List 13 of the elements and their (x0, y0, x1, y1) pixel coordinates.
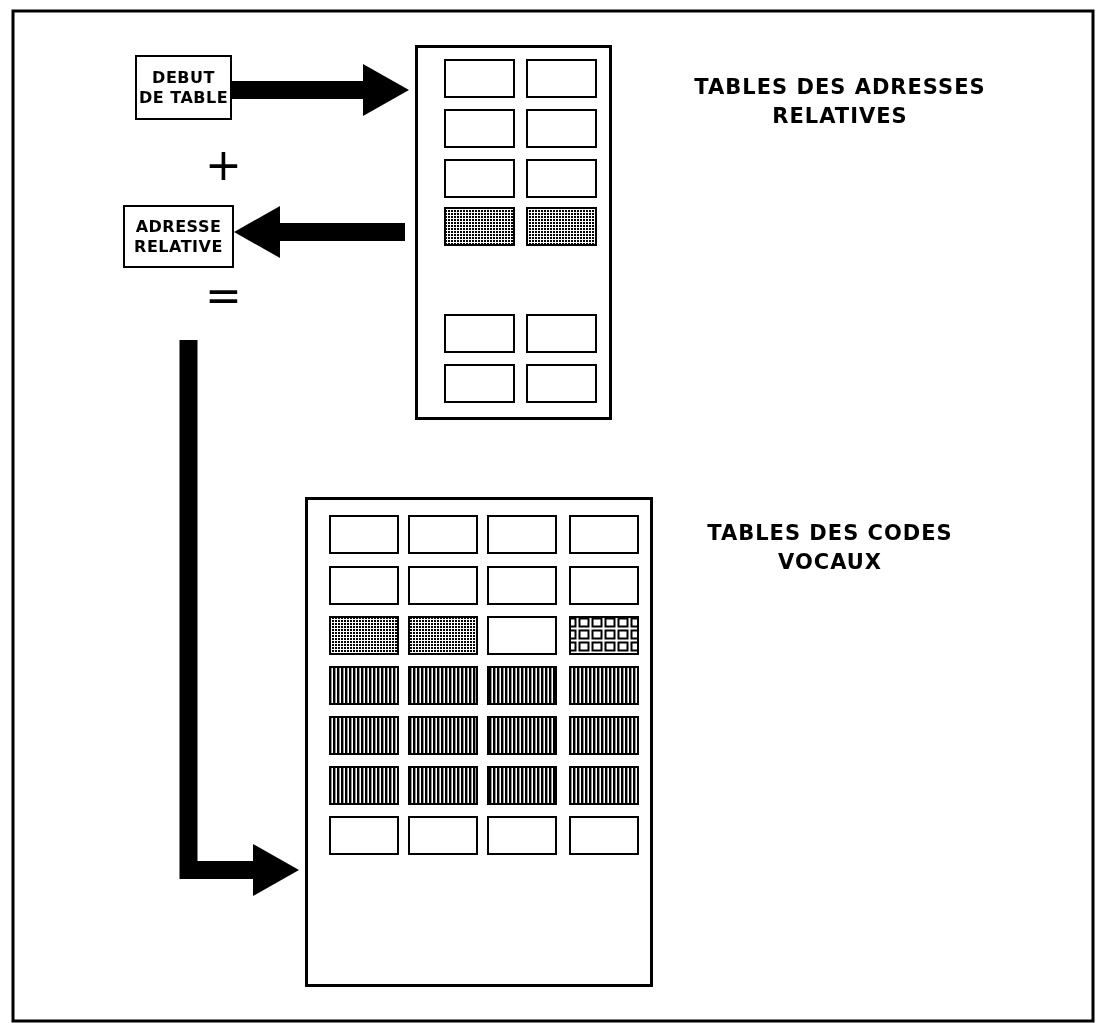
table-frame (305, 497, 653, 987)
equals-sign: = (205, 274, 242, 318)
table-title: TABLES DES CODES VOCAUX (706, 520, 954, 576)
box-label: ADRESSE RELATIVE (133, 216, 224, 257)
box-label: DEBUT DE TABLE (137, 67, 230, 108)
plus-sign: + (205, 143, 242, 187)
text-box (123, 205, 234, 268)
thick-arrow (232, 64, 409, 116)
table-title: TABLES DES ADRESSES RELATIVES (693, 74, 987, 130)
table-frame (415, 45, 612, 420)
thick-arrow (234, 206, 405, 258)
text-box (135, 55, 232, 120)
thick-arrow (179, 340, 299, 896)
